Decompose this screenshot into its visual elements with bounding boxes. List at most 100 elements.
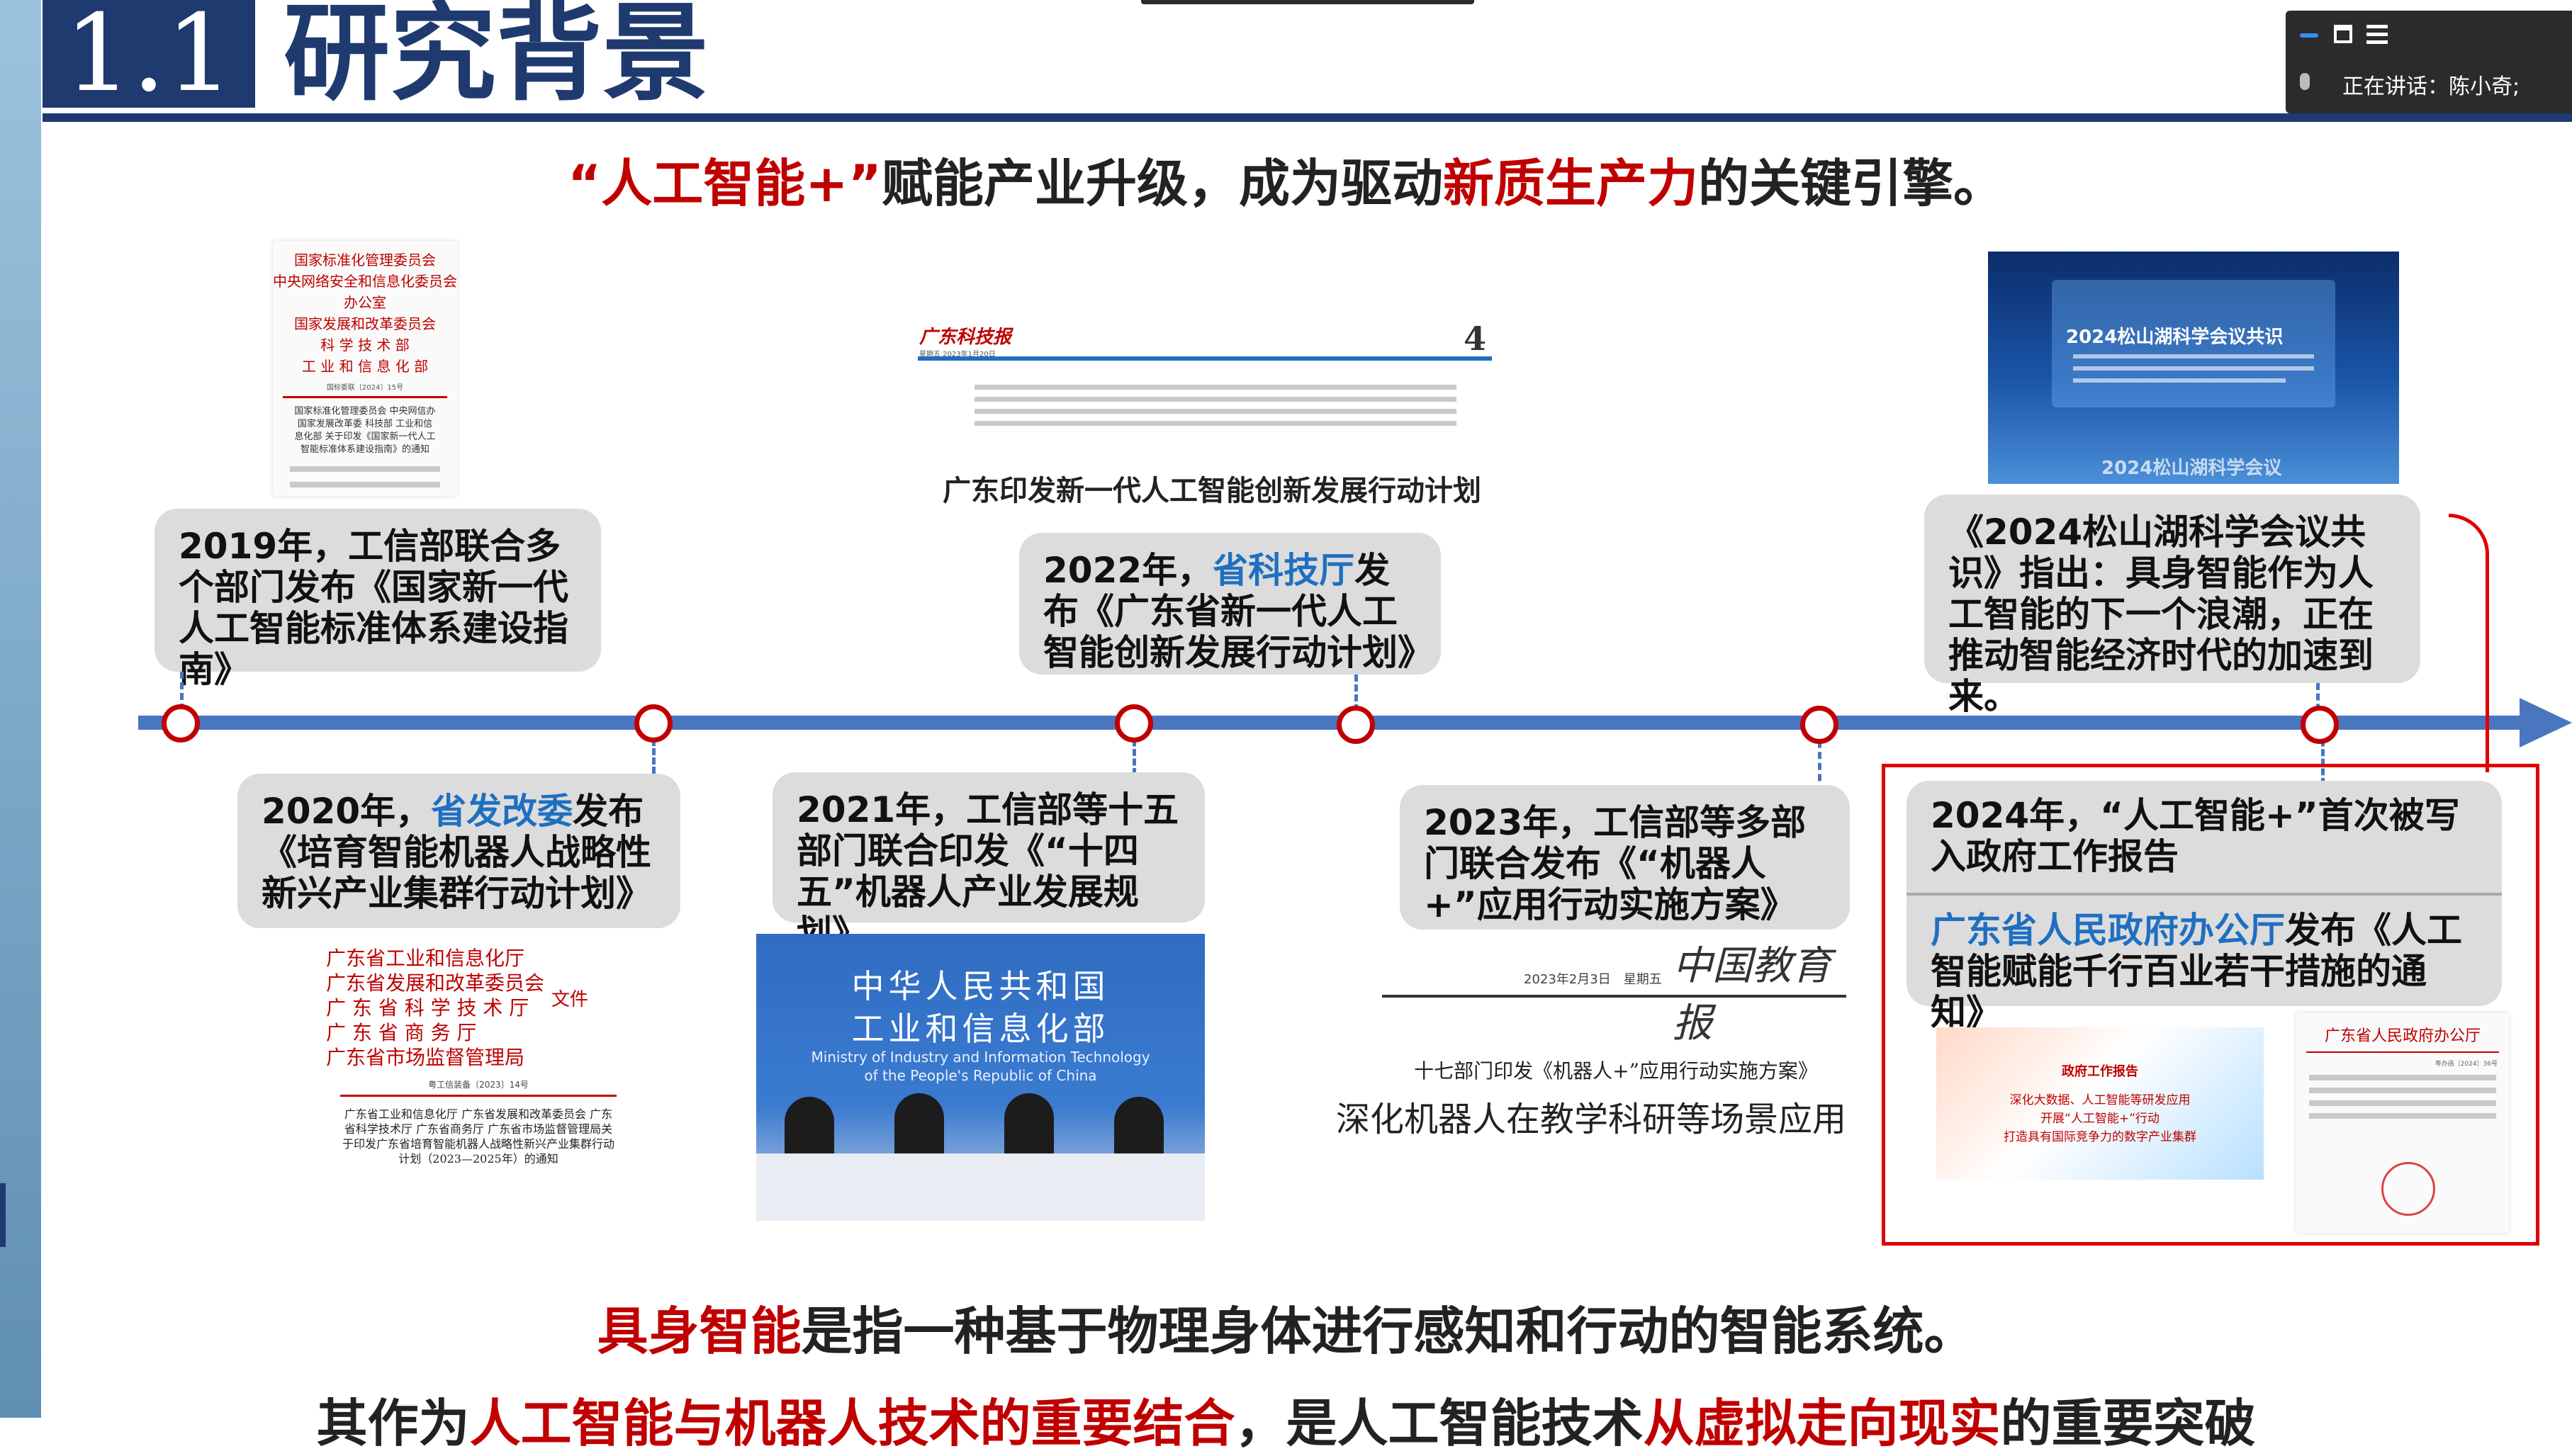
news-2023-headline: 深化机器人在教学科研等场景应用 bbox=[1335, 1100, 1846, 1139]
connector-2024-top bbox=[2316, 683, 2320, 721]
event-2022-bubble: 2022年，省科技厅发布《广东省新一代人工智能创新发展行动计划》 bbox=[1019, 533, 1441, 675]
doc-2020-header-4: 广 东 省 商 务 厅 bbox=[326, 1021, 477, 1044]
doc-2019-header-5: 工 业 和 信 息 化 部 bbox=[301, 358, 429, 375]
tagline-text-2: 的关键引擎。 bbox=[1698, 154, 2005, 213]
gov-report-line3: 打造具有国际竞争力的数字产业集群 bbox=[2004, 1130, 2196, 1144]
official-seal bbox=[2381, 1162, 2435, 1216]
event-2024-report-text: 2024年，“人工智能+”首次被写入政府工作报告 bbox=[1931, 795, 2460, 877]
doc-2020-subject: 广东省工业和信息化厅 广东省发展和改革委员会 广东省科学技术厅 广东省商务厅 广… bbox=[342, 1107, 614, 1166]
tagline-ai-plus: “人工智能+” bbox=[567, 154, 882, 213]
doc-2020-header-5: 广东省市场监督管理局 bbox=[326, 1046, 525, 1069]
gov-report-label: 政府工作报告 bbox=[2062, 1064, 2138, 1079]
doc-2020-header-3: 广 东 省 科 学 技 术 厅 bbox=[326, 996, 529, 1020]
event-2022-department: 省科技厅 bbox=[1213, 550, 1355, 591]
connector-2022 bbox=[1354, 675, 1358, 721]
timeline-axis bbox=[138, 716, 2520, 730]
news-2023-masthead: 中国教育报 bbox=[1673, 943, 1831, 1046]
event-2024-notice-body: 发布《人工智能赋能千行百业若干措施的通知》 bbox=[1931, 910, 2462, 1033]
songshan-screen-title: 2024松山湖科学会议共识 bbox=[2066, 327, 2284, 348]
event-2024-songshan-bubble: 《2024松山湖科学会议共识》指出：具身智能作为人工智能的下一个浪潮，正在推动智… bbox=[1924, 495, 2420, 717]
songshan-stage-banner: 2024松山湖科学会议 bbox=[2101, 458, 2282, 479]
conclusion-line-2: 其作为人工智能与机器人技术的重要结合，是人工智能技术从虚拟走向现实的重要突破 bbox=[0, 1382, 2572, 1456]
event-2020-year: 2020年， bbox=[262, 791, 432, 832]
doc-2019-header-2: 中央网络安全和信息化委员会办公室 bbox=[273, 273, 457, 311]
timeline-node-2023 bbox=[1800, 706, 1838, 744]
conclusion-line-2-hl1: 人工智能与机器人技术的重要结合 bbox=[469, 1394, 1235, 1453]
speaking-label: 正在讲话：陈小奇; bbox=[2342, 74, 2520, 99]
event-2024-report-bubble: 2024年，“人工智能+”首次被写入政府工作报告 广东省人民政府办公厅发布《人工… bbox=[1906, 781, 2502, 1033]
connector-2019 bbox=[180, 672, 184, 721]
timeline-arrowhead bbox=[2520, 698, 2572, 747]
event-2022-text: 发布《广东省新一代人工智能创新发展行动计划》 bbox=[1043, 550, 1433, 673]
conclusion-line-2-post: 的重要突破 bbox=[2000, 1394, 2256, 1453]
news-2023-image: 中国教育报 2023年2月3日 星期五 bbox=[1382, 934, 1850, 1139]
miit-en-line2: of the People's Republic of China bbox=[864, 1067, 1097, 1084]
miit-cn-line2: 工业和信息化部 bbox=[851, 1010, 1110, 1048]
conclusion-line-1-text: 是指一种基于物理身体进行感知和行动的智能系统。 bbox=[801, 1302, 1975, 1361]
gd-notice-image: 广东省人民政府办公厅 粤办函〔2024〕36号 bbox=[2296, 1013, 2509, 1233]
doc-2019-header-4: 科 学 技 术 部 bbox=[320, 337, 410, 354]
conclusion-line-2-hl2: 从虚拟走向现实 bbox=[1643, 1394, 2001, 1453]
conclusion-line-1: 具身智能是指一种基于物理身体进行感知和行动的智能系统。 bbox=[0, 1289, 2572, 1364]
timeline-node-2019 bbox=[162, 704, 200, 743]
section-number: 1.1 bbox=[43, 0, 255, 108]
gd-notice-header: 广东省人民政府办公厅 bbox=[2324, 1027, 2481, 1045]
timeline-node-2022 bbox=[1337, 706, 1375, 744]
doc-2020-header-1: 广东省工业和信息化厅 bbox=[326, 947, 525, 970]
connector-2021 bbox=[1133, 730, 1136, 775]
news-2022-headline: 广东印发新一代人工智能创新发展行动计划 bbox=[943, 474, 1481, 507]
doc-2019-number: 国标委联〔2024〕15号 bbox=[326, 384, 404, 392]
timeline-node-2021 bbox=[1115, 704, 1153, 743]
meeting-overlay: 正在讲话：陈小奇; bbox=[2286, 11, 2572, 113]
event-2019-bubble: 2019年，工信部联合多个部门发布《国家新一代人工智能标准体系建设指南》 bbox=[155, 509, 601, 690]
connector-2023 bbox=[1818, 730, 1821, 792]
news-2022-date: 星期五 2023年1月20日 bbox=[919, 351, 996, 359]
minimize-icon[interactable] bbox=[2300, 33, 2318, 38]
miit-en-line1: Ministry of Industry and Information Tec… bbox=[811, 1049, 1150, 1066]
menu-icon[interactable] bbox=[2366, 25, 2388, 45]
gd-notice-number: 粤办函〔2024〕36号 bbox=[2435, 1061, 2498, 1068]
event-2021-bubble: 2021年，工信部等十五部门联合印发《“十四五”机器人产业发展规划》 bbox=[773, 772, 1205, 954]
window-icon[interactable] bbox=[2334, 25, 2352, 43]
event-2020-department: 省发改委 bbox=[431, 791, 573, 832]
page-title: 研究背景 bbox=[283, 0, 709, 115]
doc-2020-image: 广东省工业和信息化厅 广东省发展和改革委员会 广 东 省 科 学 技 术 厅 广… bbox=[326, 946, 631, 1215]
header-divider bbox=[43, 113, 2572, 122]
highlight-box-2024 bbox=[1882, 764, 2539, 1246]
doc-2019-image: 国家标准化管理委员会 中央网络安全和信息化委员会办公室 国家发展和改革委员会 科… bbox=[273, 241, 457, 496]
event-2020-bubble: 2020年，省发改委发布《培育智能机器人战略性新兴产业集群行动计划》 bbox=[237, 774, 680, 928]
event-2020-text: 发布《培育智能机器人战略性新兴产业集群行动计划》 bbox=[262, 791, 651, 914]
connector-2024-bottom bbox=[2321, 730, 2325, 785]
highlight-link-line bbox=[2449, 514, 2489, 772]
slide-toolbar-handle[interactable] bbox=[1141, 0, 1474, 4]
event-2023-bubble: 2023年，工信部等多部门联合发布《“机器人+”应用行动实施方案》 bbox=[1400, 785, 1850, 930]
miit-press-photo: 中华人民共和国 工业和信息化部 Ministry of Industry and… bbox=[756, 934, 1205, 1221]
doc-2020-suffix: 文件 bbox=[551, 989, 589, 1010]
gov-report-image: 政府工作报告 深化大数据、人工智能等研发应用 开展“人工智能+”行动 打造具有国… bbox=[1936, 1027, 2264, 1180]
left-accent-strip bbox=[0, 0, 41, 1418]
event-2024-department: 广东省人民政府办公厅 bbox=[1931, 910, 2285, 951]
news-2023-subheadline: 十七部门印发《机器人+”应用行动实施方案》 bbox=[1414, 1059, 1818, 1083]
news-2022-image: 广东科技报 星期五 2023年1月20日 4 bbox=[918, 320, 1492, 457]
doc-2019-subject: 国家标准化管理委员会 中央网信办 国家发展改革委 科技部 工业和信息化部 关于印… bbox=[294, 406, 436, 455]
tagline-text-1: 赋能产业升级，成为驱动 bbox=[881, 154, 1443, 213]
news-2022-masthead: 广东科技报 bbox=[919, 327, 1012, 348]
event-2022-year: 2022年， bbox=[1043, 550, 1213, 591]
tagline-new-productivity: 新质生产力 bbox=[1442, 154, 1698, 213]
miit-cn-line1: 中华人民共和国 bbox=[851, 967, 1110, 1005]
doc-2019-header-3: 国家发展和改革委员会 bbox=[294, 315, 436, 332]
conclusion-line-2-pre: 其作为 bbox=[316, 1394, 470, 1453]
timeline-node-2024 bbox=[2301, 706, 2339, 744]
news-2022-page: 4 bbox=[1464, 320, 1487, 358]
left-accent-mark bbox=[0, 1183, 6, 1247]
microphone-icon bbox=[2300, 73, 2310, 90]
timeline-node-2020 bbox=[634, 704, 673, 743]
songshan-conference-photo: 2024松山湖科学会议共识 2024松山湖科学会议 bbox=[1988, 252, 2399, 484]
news-2023-date: 2023年2月3日 星期五 bbox=[1524, 972, 1662, 987]
doc-2020-header-2: 广东省发展和改革委员会 bbox=[326, 971, 545, 995]
embodied-intelligence-term: 具身智能 bbox=[597, 1302, 802, 1361]
doc-2020-number: 粤工信装备〔2023〕14号 bbox=[428, 1080, 529, 1090]
event-2024-notice-text: 广东省人民政府办公厅发布《人工智能赋能千行百业若干措施的通知》 bbox=[1931, 910, 2478, 1033]
connector-2020 bbox=[652, 730, 656, 774]
conclusion-line-2-mid: ，是人工智能技术 bbox=[1235, 1394, 1644, 1453]
